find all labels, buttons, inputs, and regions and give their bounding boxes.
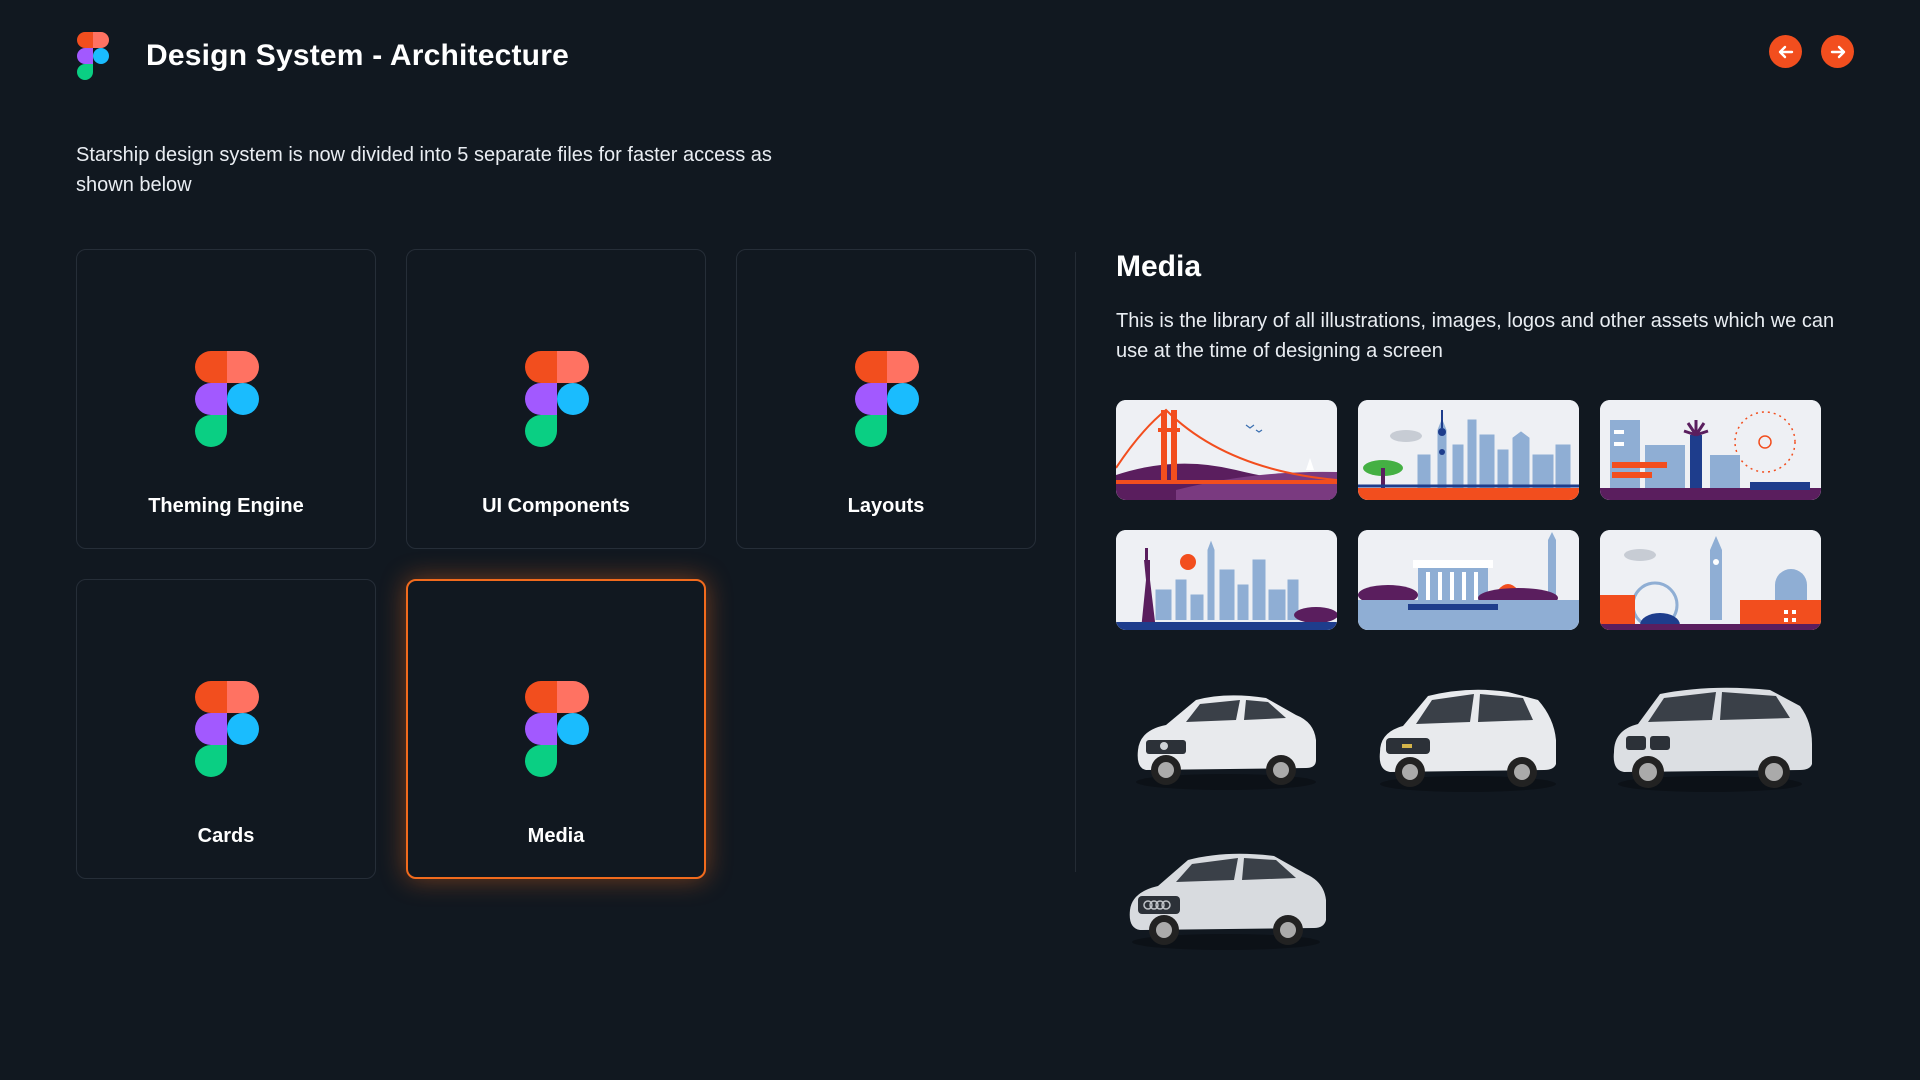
tile-ui-components[interactable]: UI Components — [406, 249, 706, 549]
new-york-liberty-illustration[interactable] — [1116, 530, 1337, 630]
figma-logo-icon — [855, 351, 919, 447]
tile-label: Media — [527, 825, 585, 847]
shanghai-skyline-illustration[interactable] — [1358, 400, 1579, 500]
figma-logo-icon — [195, 351, 259, 447]
slide-navigation — [1769, 35, 1854, 68]
next-button[interactable] — [1821, 35, 1854, 68]
figma-logo-icon — [525, 681, 589, 777]
media-panel: Media This is the library of all illustr… — [1116, 250, 1836, 366]
city-ferris-wheel-illustration[interactable] — [1600, 400, 1821, 500]
media-title: Media — [1116, 250, 1202, 283]
washington-memorial-illustration[interactable] — [1358, 530, 1579, 630]
tile-media[interactable]: Media — [406, 579, 706, 879]
london-skyline-illustration[interactable] — [1600, 530, 1821, 630]
media-grid — [1116, 400, 1821, 960]
figma-logo-icon — [77, 32, 109, 80]
tile-cards[interactable]: Cards — [76, 579, 376, 879]
tile-layouts[interactable]: Layouts — [736, 249, 1036, 549]
tile-label: UI Components — [482, 495, 630, 517]
arrow-right-icon — [1830, 45, 1845, 58]
tile-label: Theming Engine — [148, 495, 304, 517]
header: Design System - Architecture — [76, 28, 569, 84]
golden-gate-bridge-illustration[interactable] — [1116, 400, 1337, 500]
page-title: Design System - Architecture — [146, 39, 569, 72]
previous-button[interactable] — [1769, 35, 1802, 68]
intro-text: Starship design system is now divided in… — [76, 144, 772, 196]
media-description: This is the library of all illustrations… — [1116, 310, 1835, 362]
bmw-suv-image[interactable] — [1600, 670, 1821, 800]
tile-theming-engine[interactable]: Theming Engine — [76, 249, 376, 549]
arrow-left-icon — [1778, 45, 1793, 58]
audi-sedan-image[interactable] — [1116, 830, 1337, 960]
file-tiles: Theming Engine UI Components Layouts Car… — [76, 249, 1036, 879]
figma-logo-icon — [195, 681, 259, 777]
tile-label: Layouts — [847, 495, 925, 517]
figma-logo-icon — [525, 351, 589, 447]
chevrolet-hatchback-image[interactable] — [1358, 670, 1579, 800]
divider — [1075, 252, 1076, 872]
tile-label: Cards — [197, 825, 255, 847]
nissan-sedan-image[interactable] — [1116, 670, 1337, 800]
